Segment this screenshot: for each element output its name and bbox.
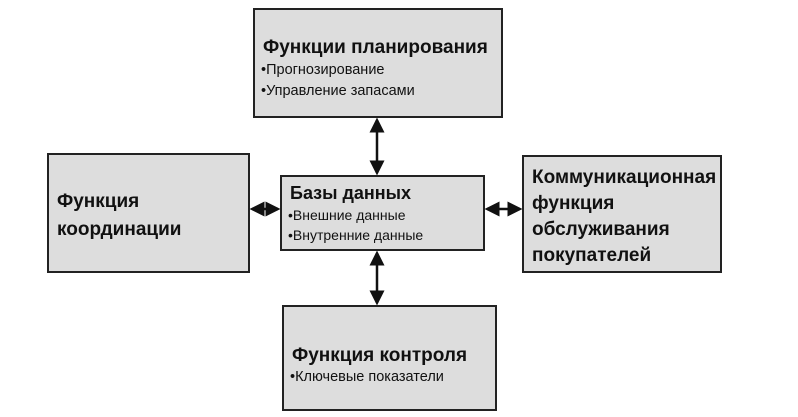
planning-functions-box: Функции планирования Прогнозирование Упр…	[253, 8, 503, 118]
title-line: Коммуникационная	[532, 167, 717, 188]
title-line: Функция	[57, 191, 140, 212]
coordination-function-box: Функция координации	[47, 153, 250, 273]
list-item: Внутренние данные	[288, 225, 423, 245]
list-item: Внешние данные	[288, 205, 423, 225]
database-items: Внешние данные Внутренние данные	[288, 205, 423, 245]
title-line: покупателей	[532, 245, 652, 266]
control-function-box: Функция контроля Ключевые показатели	[282, 305, 497, 411]
divider	[49, 241, 248, 242]
control-title: Функция контроля	[292, 345, 468, 366]
communication-title: Коммуникационная функция обслуживания по…	[532, 165, 716, 269]
list-item: Прогнозирование	[261, 60, 415, 81]
divider	[284, 337, 495, 338]
title-line: функция	[532, 193, 615, 214]
title-line: обслуживания	[532, 219, 670, 240]
planning-title: Функции планирования	[263, 37, 488, 58]
database-title: Базы данных	[290, 183, 412, 203]
list-item: Ключевые показатели	[290, 367, 444, 388]
divider	[49, 211, 248, 212]
communication-function-box: Коммуникационная функция обслуживания по…	[522, 155, 722, 273]
list-item: Управление запасами	[261, 81, 415, 102]
planning-items: Прогнозирование Управление запасами	[261, 60, 415, 102]
divider	[282, 199, 483, 200]
database-box: Базы данных Внешние данные Внутренние да…	[280, 175, 485, 251]
title-line: координации	[57, 219, 182, 240]
divider	[255, 34, 501, 35]
control-items: Ключевые показатели	[290, 367, 444, 388]
divider	[49, 181, 248, 182]
coordination-title: Функция координации	[57, 188, 181, 244]
divider	[524, 231, 720, 232]
divider	[524, 201, 720, 202]
